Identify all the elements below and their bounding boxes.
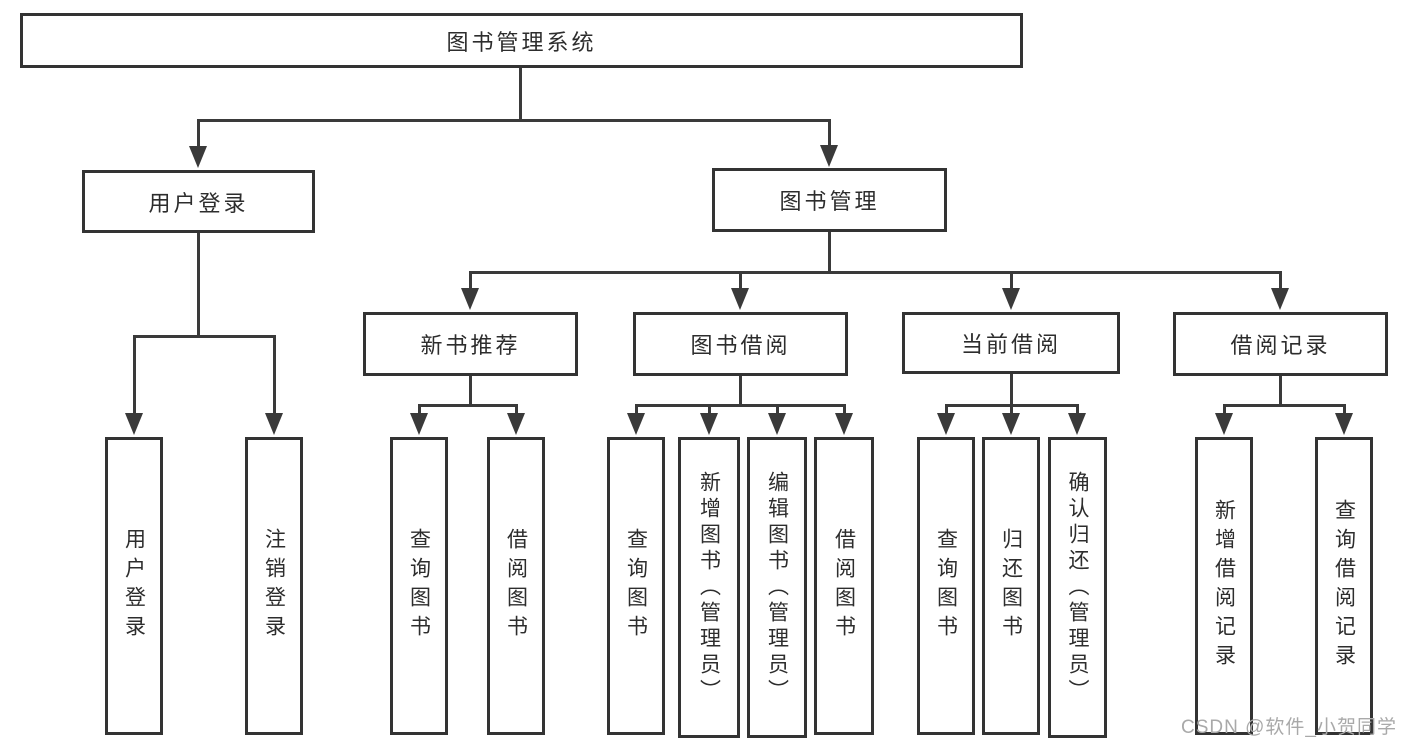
line-segment bbox=[133, 335, 276, 338]
leaf-query-book-current: 查询图书 bbox=[917, 437, 975, 735]
leaf-return-book-label: 归还图书 bbox=[999, 528, 1023, 644]
leaf-query-book-recommend: 查询图书 bbox=[390, 437, 448, 735]
leaf-query-book-recommend-label: 查询图书 bbox=[407, 528, 431, 644]
leaf-confirm-return-admin: 确认归还（管理员） bbox=[1048, 437, 1107, 738]
line-segment bbox=[945, 404, 948, 415]
leaf-user-login: 用户登录 bbox=[105, 437, 163, 735]
line-segment bbox=[1076, 404, 1079, 415]
leaf-add-book-admin-label: 新增图书（管理员） bbox=[697, 470, 721, 705]
line-segment bbox=[739, 376, 742, 406]
line-segment bbox=[776, 404, 779, 415]
arrowhead bbox=[1335, 413, 1353, 435]
leaf-query-book-borrow: 查询图书 bbox=[607, 437, 665, 735]
arrowhead bbox=[937, 413, 955, 435]
line-segment bbox=[197, 119, 200, 148]
line-segment bbox=[418, 404, 421, 415]
node-book-borrow-label: 图书借阅 bbox=[690, 333, 791, 358]
leaf-query-borrow-record-label: 查询借阅记录 bbox=[1332, 499, 1356, 673]
node-book-management-label: 图书管理 bbox=[779, 189, 880, 214]
line-segment bbox=[1343, 404, 1346, 415]
line-segment bbox=[1279, 376, 1282, 406]
leaf-user-login-label: 用户登录 bbox=[122, 528, 146, 644]
line-segment bbox=[197, 233, 200, 337]
leaf-borrow-book-recommend: 借阅图书 bbox=[487, 437, 545, 735]
line-segment bbox=[635, 404, 846, 407]
arrowhead bbox=[125, 413, 143, 435]
leaf-query-borrow-record: 查询借阅记录 bbox=[1315, 437, 1373, 735]
arrowhead bbox=[265, 413, 283, 435]
line-segment bbox=[828, 232, 831, 273]
arrowhead bbox=[820, 145, 838, 167]
arrowhead bbox=[410, 413, 428, 435]
node-new-book-recommend: 新书推荐 bbox=[363, 312, 578, 376]
leaf-return-book: 归还图书 bbox=[982, 437, 1040, 735]
leaf-edit-book-admin-label: 编辑图书（管理员） bbox=[765, 470, 789, 705]
node-user-login: 用户登录 bbox=[82, 170, 315, 233]
leaf-add-book-admin: 新增图书（管理员） bbox=[678, 437, 740, 738]
line-segment bbox=[1223, 404, 1346, 407]
line-segment bbox=[469, 271, 472, 290]
arrowhead bbox=[1002, 413, 1020, 435]
line-segment bbox=[1010, 271, 1013, 290]
leaf-borrow-book: 借阅图书 bbox=[814, 437, 874, 735]
node-borrow-record-label: 借阅记录 bbox=[1230, 333, 1331, 358]
line-segment bbox=[469, 271, 1282, 274]
leaf-borrow-book-label: 借阅图书 bbox=[832, 528, 856, 644]
leaf-add-borrow-record: 新增借阅记录 bbox=[1195, 437, 1253, 735]
arrowhead bbox=[1068, 413, 1086, 435]
line-segment bbox=[635, 404, 638, 415]
arrowhead bbox=[700, 413, 718, 435]
leaf-add-borrow-record-label: 新增借阅记录 bbox=[1212, 499, 1236, 673]
arrowhead bbox=[768, 413, 786, 435]
leaf-logout-label: 注销登录 bbox=[262, 528, 286, 644]
line-segment bbox=[197, 119, 831, 122]
node-user-login-label: 用户登录 bbox=[148, 190, 249, 216]
line-segment bbox=[708, 404, 711, 415]
leaf-confirm-return-admin-label: 确认归还（管理员） bbox=[1066, 470, 1089, 705]
line-segment bbox=[1010, 404, 1013, 415]
arrowhead bbox=[835, 413, 853, 435]
line-segment bbox=[828, 119, 831, 148]
line-segment bbox=[469, 376, 472, 406]
node-book-management: 图书管理 bbox=[712, 168, 947, 232]
line-segment bbox=[1279, 271, 1282, 290]
line-segment bbox=[515, 404, 518, 415]
line-segment bbox=[1010, 374, 1013, 406]
arrowhead bbox=[627, 413, 645, 435]
arrowhead bbox=[1271, 288, 1289, 310]
node-current-borrow: 当前借阅 bbox=[902, 312, 1120, 374]
arrowhead bbox=[461, 288, 479, 310]
arrowhead bbox=[189, 146, 207, 168]
leaf-query-book-borrow-label: 查询图书 bbox=[624, 528, 648, 644]
node-book-borrow: 图书借阅 bbox=[633, 312, 848, 376]
line-segment bbox=[519, 68, 522, 121]
node-borrow-record: 借阅记录 bbox=[1173, 312, 1388, 376]
line-segment bbox=[1223, 404, 1226, 415]
node-new-book-recommend-label: 新书推荐 bbox=[420, 333, 521, 358]
leaf-edit-book-admin: 编辑图书（管理员） bbox=[747, 437, 807, 738]
node-root-label: 图书管理系统 bbox=[446, 29, 597, 55]
arrowhead bbox=[731, 288, 749, 310]
line-segment bbox=[418, 404, 518, 407]
arrowhead bbox=[1002, 288, 1020, 310]
node-current-borrow-label: 当前借阅 bbox=[960, 332, 1061, 357]
leaf-query-book-current-label: 查询图书 bbox=[934, 528, 958, 644]
line-segment bbox=[133, 335, 136, 415]
arrowhead bbox=[1215, 413, 1233, 435]
line-segment bbox=[843, 404, 846, 415]
watermark: CSDN @软件_小贺同学 bbox=[1181, 717, 1397, 738]
leaf-borrow-book-recommend-label: 借阅图书 bbox=[504, 528, 528, 644]
line-segment bbox=[273, 335, 276, 415]
line-segment bbox=[739, 271, 742, 290]
leaf-logout: 注销登录 bbox=[245, 437, 303, 735]
node-root: 图书管理系统 bbox=[20, 13, 1023, 68]
arrowhead bbox=[507, 413, 525, 435]
